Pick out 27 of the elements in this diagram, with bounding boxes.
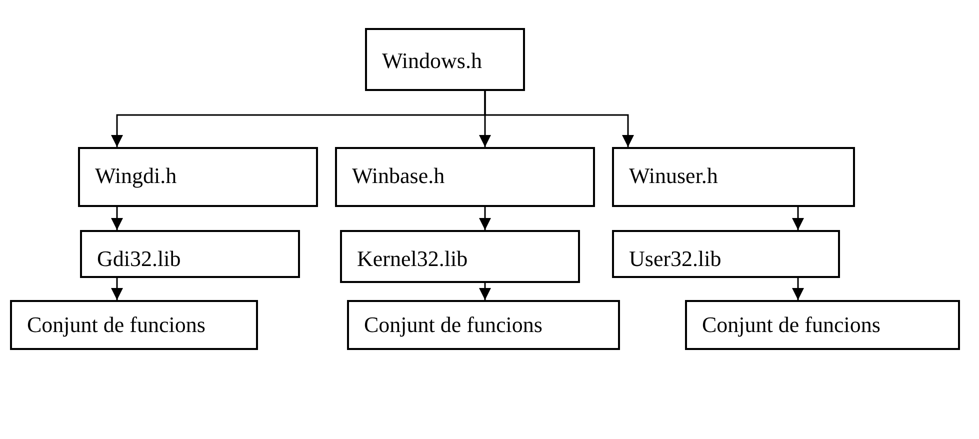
process-box — [685, 300, 960, 350]
process-box — [10, 300, 258, 350]
arrow — [792, 278, 804, 300]
box-label: Windows.h — [382, 48, 482, 74]
box-label: Gdi32.lib — [97, 246, 181, 272]
process-box — [78, 147, 318, 207]
arrow — [479, 283, 491, 300]
box-label: Winbase.h — [352, 163, 445, 189]
box-label: Winuser.h — [629, 163, 718, 189]
box-label: Conjunt de funcions — [27, 312, 206, 338]
box-label: Conjunt de funcions — [702, 312, 880, 338]
arrow — [111, 207, 123, 230]
process-box — [80, 230, 300, 278]
process-box — [612, 230, 840, 278]
box-label: Kernel32.lib — [357, 246, 468, 272]
process-box — [612, 147, 855, 207]
process-box — [340, 230, 580, 283]
box-label: Wingdi.h — [95, 163, 177, 189]
box-label: User32.lib — [629, 246, 722, 272]
box-label: Conjunt de funcions — [364, 312, 542, 338]
arrow — [792, 207, 804, 230]
arrow — [479, 207, 491, 230]
process-box — [365, 28, 525, 91]
arrow — [484, 91, 634, 147]
process-box — [335, 147, 595, 207]
arrow — [111, 278, 123, 300]
process-box — [347, 300, 620, 350]
